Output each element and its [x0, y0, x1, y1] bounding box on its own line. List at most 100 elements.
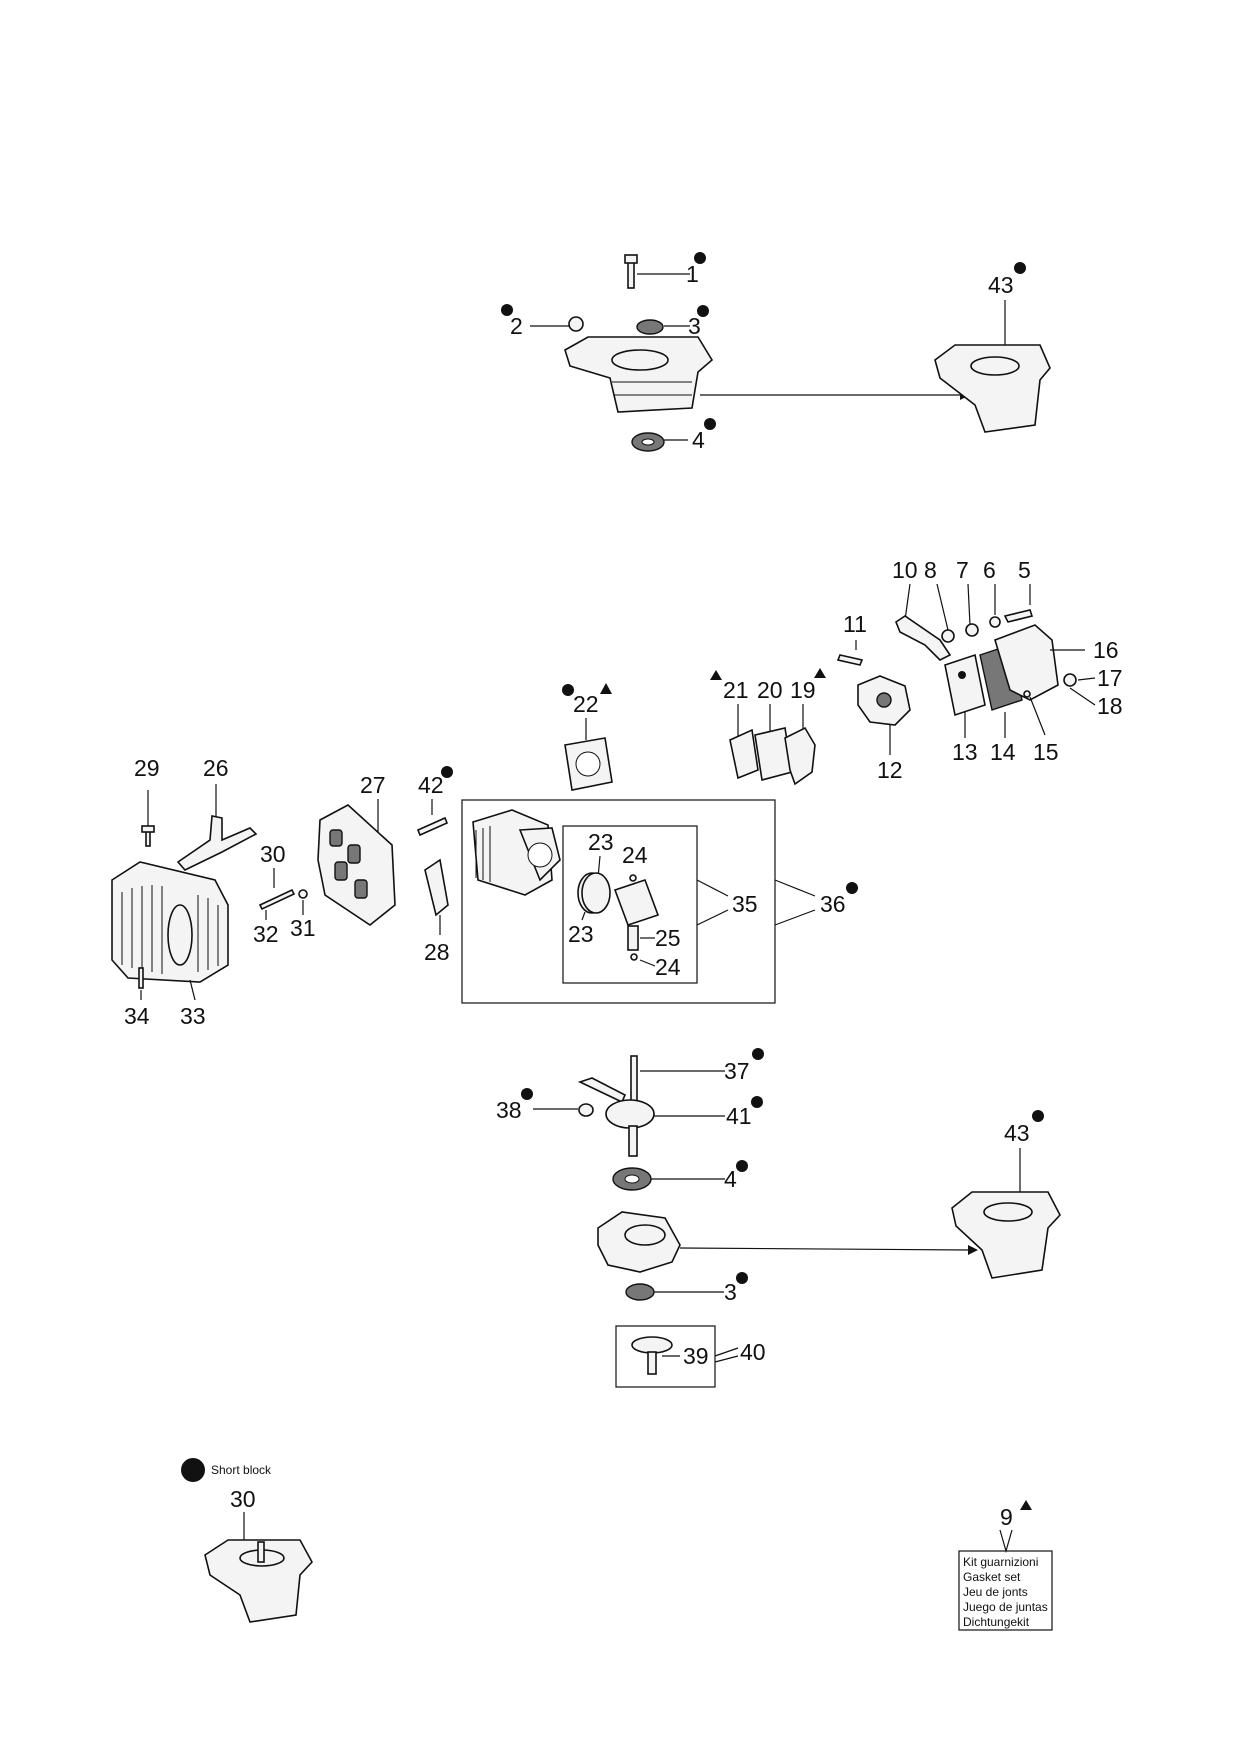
- kit-line-3: Jeu de jonts: [963, 1585, 1028, 1599]
- label-36: 36: [820, 891, 846, 917]
- label-24a: 24: [622, 842, 648, 868]
- label-17: 17: [1097, 665, 1123, 691]
- seal-part-3-mid: [625, 1283, 655, 1301]
- label-41: 41: [726, 1103, 752, 1129]
- kit-line-4: Juego de juntas: [963, 1600, 1048, 1614]
- label-24b: 24: [655, 954, 681, 980]
- short-block-dot: [181, 1458, 205, 1482]
- screw-part-32: [258, 888, 296, 911]
- seal-part-3: [636, 319, 664, 335]
- lever-part-10: [895, 615, 952, 661]
- label-25: 25: [655, 925, 681, 951]
- label-15: 15: [1033, 739, 1059, 765]
- crankshaft-group: 37 41 38 4 43 3: [496, 1048, 1061, 1388]
- intake-group: 21 20 19: [710, 668, 826, 786]
- label-20: 20: [757, 677, 783, 703]
- label-23a: 23: [588, 829, 614, 855]
- label-8: 8: [924, 557, 937, 583]
- label-4-mid: 4: [724, 1166, 737, 1192]
- crankcase-half-part: [564, 336, 714, 413]
- insulator-part-20: [754, 727, 793, 782]
- washer-part-8: [941, 629, 955, 643]
- label-38: 38: [496, 1097, 522, 1123]
- label-39: 39: [683, 1343, 709, 1369]
- label-29: 29: [134, 755, 160, 781]
- pump-part-39: [631, 1336, 673, 1354]
- label-1: 1: [686, 261, 699, 287]
- gasket-kit-box: [958, 1550, 1053, 1631]
- label-18: 18: [1097, 693, 1123, 719]
- label-21: 21: [723, 677, 749, 703]
- label-37: 37: [724, 1058, 750, 1084]
- gasket-part-28: [424, 858, 449, 917]
- nut-part-2: [568, 316, 584, 332]
- gasket-part-21: [729, 728, 759, 780]
- nut-part-7: [965, 623, 979, 637]
- kit-line-5: Dichtungekit: [963, 1615, 1030, 1629]
- screw-part-5: [1003, 609, 1034, 623]
- label-31: 31: [290, 915, 316, 941]
- short-block-legend: Short block 30: [181, 1458, 313, 1623]
- label-30: 30: [260, 841, 286, 867]
- label-43-mid: 43: [1004, 1120, 1030, 1146]
- short-block-assembly: [204, 1539, 313, 1623]
- label-19: 19: [790, 677, 816, 703]
- piston-kit-box-35: [562, 825, 698, 984]
- washer-part-15: [1023, 690, 1031, 698]
- label-23b: 23: [568, 921, 594, 947]
- flange-part-19: [784, 726, 816, 786]
- kit-line-1: Kit guarnizioni: [963, 1555, 1038, 1569]
- pump-kit-box-40: [615, 1325, 716, 1388]
- bracket-part-26: [176, 815, 258, 871]
- label-33: 33: [180, 1003, 206, 1029]
- assembled-crankcase-43-mid: [951, 1191, 1061, 1279]
- label-22: 22: [573, 691, 599, 717]
- label-13: 13: [952, 739, 978, 765]
- label-9: 9: [1000, 1504, 1013, 1530]
- bolt-part-42: [416, 816, 449, 837]
- muffler-body-part-27: [317, 804, 396, 926]
- assembled-crankcase-43-top: [934, 344, 1051, 433]
- piston-pin-part-25: [627, 925, 639, 951]
- gasket-kit-marker: [1020, 1500, 1032, 1510]
- label-12: 12: [877, 757, 903, 783]
- label-14: 14: [990, 739, 1016, 765]
- gasket-22-group: 22: [562, 683, 613, 791]
- piston-part: [613, 878, 660, 927]
- label-3-top: 3: [688, 313, 701, 339]
- filter-cover-part-16: [994, 624, 1059, 701]
- screw-part-34: [138, 967, 144, 989]
- label-3-mid: 3: [724, 1279, 737, 1305]
- label-30-short: 30: [230, 1486, 256, 1512]
- label-7: 7: [956, 557, 969, 583]
- label-26: 26: [203, 755, 229, 781]
- label-11: 11: [843, 611, 867, 637]
- label-32: 32: [253, 921, 279, 947]
- label-35: 35: [732, 891, 758, 917]
- label-10: 10: [892, 557, 918, 583]
- label-6: 6: [983, 557, 996, 583]
- label-5: 5: [1018, 557, 1031, 583]
- pin-part-11: [836, 654, 864, 666]
- short-block-marker: [694, 252, 706, 264]
- connecting-rod-part: [577, 1077, 627, 1104]
- knob-part-17: [1063, 673, 1077, 687]
- crankshaft-part-41: [605, 1099, 655, 1129]
- crankcase-top-group: 1 2 3 4 43: [501, 252, 1051, 453]
- label-43-top: 43: [988, 272, 1014, 298]
- circlip-part-24: [629, 874, 637, 882]
- muffler-group: 29 26 33 34 30 32 31 27: [111, 755, 453, 1029]
- short-block-label: Short block: [211, 1463, 272, 1477]
- label-16: 16: [1093, 637, 1119, 663]
- label-28: 28: [424, 939, 450, 965]
- bearing-part-38: [578, 1103, 594, 1117]
- gasket-kit-legend: 9 Kit guarnizioni Gasket set Jeu de jont…: [958, 1500, 1053, 1631]
- label-34: 34: [124, 1003, 150, 1029]
- cylinder-kit-group: 23 23 24 25 24 35 36: [461, 799, 858, 1004]
- kit-line-2: Gasket set: [963, 1570, 1021, 1584]
- label-40: 40: [740, 1339, 766, 1365]
- label-42: 42: [418, 772, 444, 798]
- filter-base-part-13: [944, 653, 986, 717]
- label-27: 27: [360, 772, 386, 798]
